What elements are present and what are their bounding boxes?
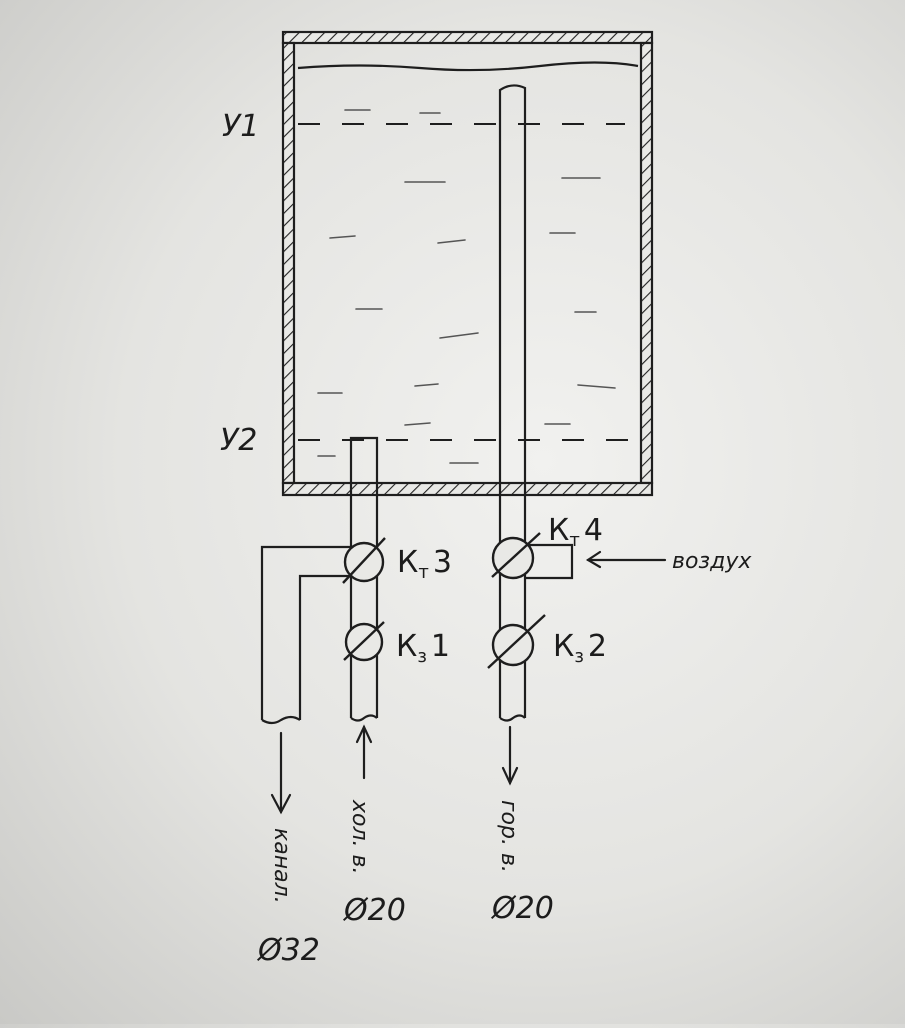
pipe-drain	[260, 545, 351, 720]
cold-inlet-diameter: Ø20	[342, 893, 406, 928]
valve-kz2	[487, 614, 546, 669]
hot-outlet-label: гор. в.	[496, 800, 521, 873]
valve-kt4-stem	[491, 532, 541, 578]
pipes	[260, 84, 574, 725]
drain-diameter: Ø32	[256, 933, 320, 968]
valve-kt3	[342, 537, 386, 584]
cold-inlet-arrow-icon	[355, 724, 373, 780]
level-label-lower: У2	[220, 423, 257, 458]
flow-arrows	[270, 550, 667, 815]
drain-arrow-icon	[270, 731, 292, 815]
pipe-break-drain	[261, 715, 301, 725]
hot-outlet-arrow-icon	[501, 725, 519, 786]
pipe-break-cold	[350, 714, 378, 722]
valve-kz2-stem	[487, 614, 546, 669]
valve-kt3-stem	[342, 537, 386, 584]
air-label: воздух	[672, 549, 752, 574]
valve-kz1-stem	[343, 621, 385, 661]
air-arrow-icon	[585, 550, 667, 569]
tank-wall-left	[281, 41, 296, 485]
tank-wall-right	[639, 41, 654, 485]
drain-label: канал.	[269, 828, 294, 904]
hot-outlet-diameter: Ø20	[490, 891, 554, 926]
water-surface	[297, 61, 639, 72]
level-label-upper: У1	[222, 109, 259, 144]
pipe-break-hot	[499, 714, 526, 722]
valve-kz1	[343, 621, 385, 662]
pipe-air-stub	[525, 543, 574, 580]
tank-wall-bottom	[281, 481, 654, 497]
tank-wall-top	[281, 30, 654, 45]
water-texture	[317, 109, 616, 464]
valve-kt4	[491, 532, 541, 580]
tank	[281, 30, 654, 497]
pipe-long-outlet	[498, 84, 527, 718]
pipe-short-inlet	[349, 436, 379, 718]
cold-inlet-label: хол. в.	[347, 799, 372, 875]
